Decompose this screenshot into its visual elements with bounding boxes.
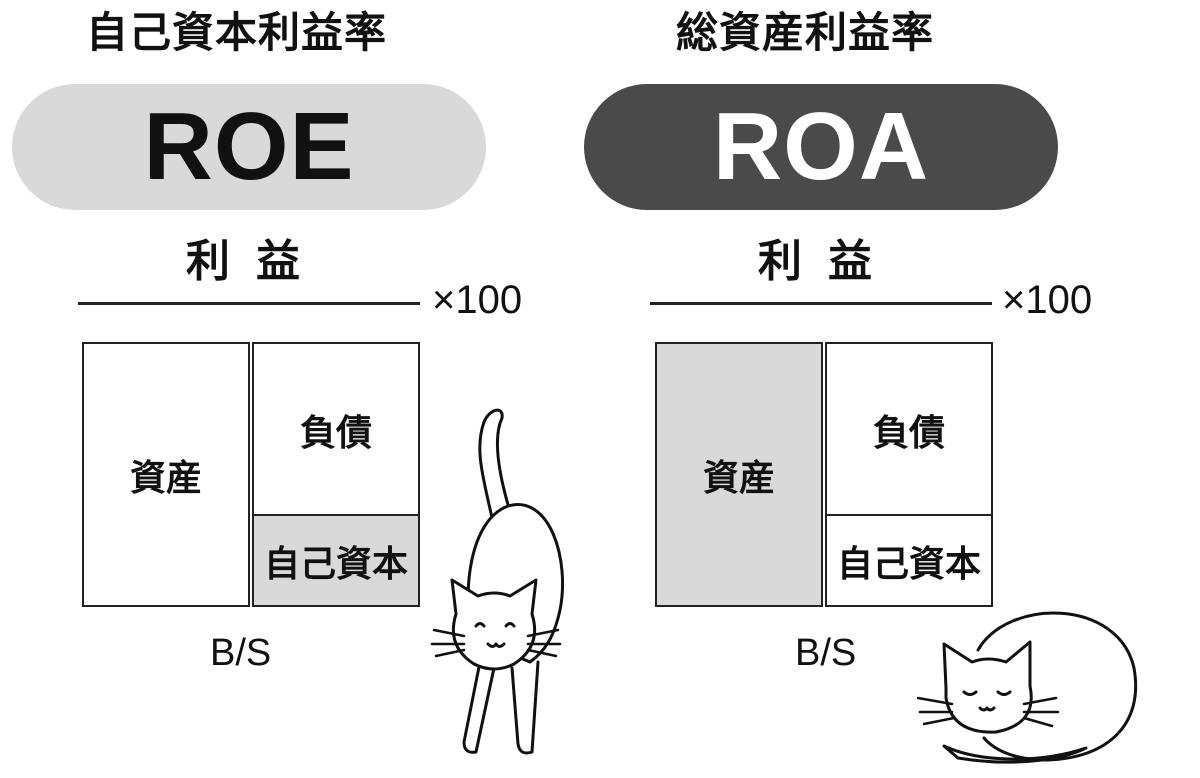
roa-title: 総資産利益率: [676, 8, 935, 57]
roa-fraction-line: [650, 302, 992, 305]
roe-fraction-line: [78, 302, 420, 305]
roa-equity-box: 自己資本: [825, 514, 993, 607]
roa-assets-box: 資産: [655, 342, 823, 607]
roa-multiplier: ×100: [1002, 278, 1093, 322]
standing-cat-icon: [430, 408, 565, 755]
roa-label-pill: ROA: [584, 84, 1058, 210]
roe-equity-box: 自己資本: [252, 514, 420, 607]
roa-liabilities-box: 負債: [825, 342, 993, 518]
roe-title: 自己資本利益率: [86, 8, 388, 57]
curled-cat-icon: [916, 611, 1138, 764]
roe-numerator: 利益: [186, 236, 326, 287]
roe-assets-box: 資産: [82, 342, 250, 607]
roa-bs-caption: B/S: [795, 632, 857, 674]
roe-liabilities-box: 負債: [252, 342, 420, 518]
roe-bs-caption: B/S: [210, 632, 272, 674]
roe-multiplier: ×100: [432, 278, 523, 322]
roe-label-pill: ROE: [12, 84, 486, 210]
roa-numerator: 利益: [758, 236, 898, 287]
